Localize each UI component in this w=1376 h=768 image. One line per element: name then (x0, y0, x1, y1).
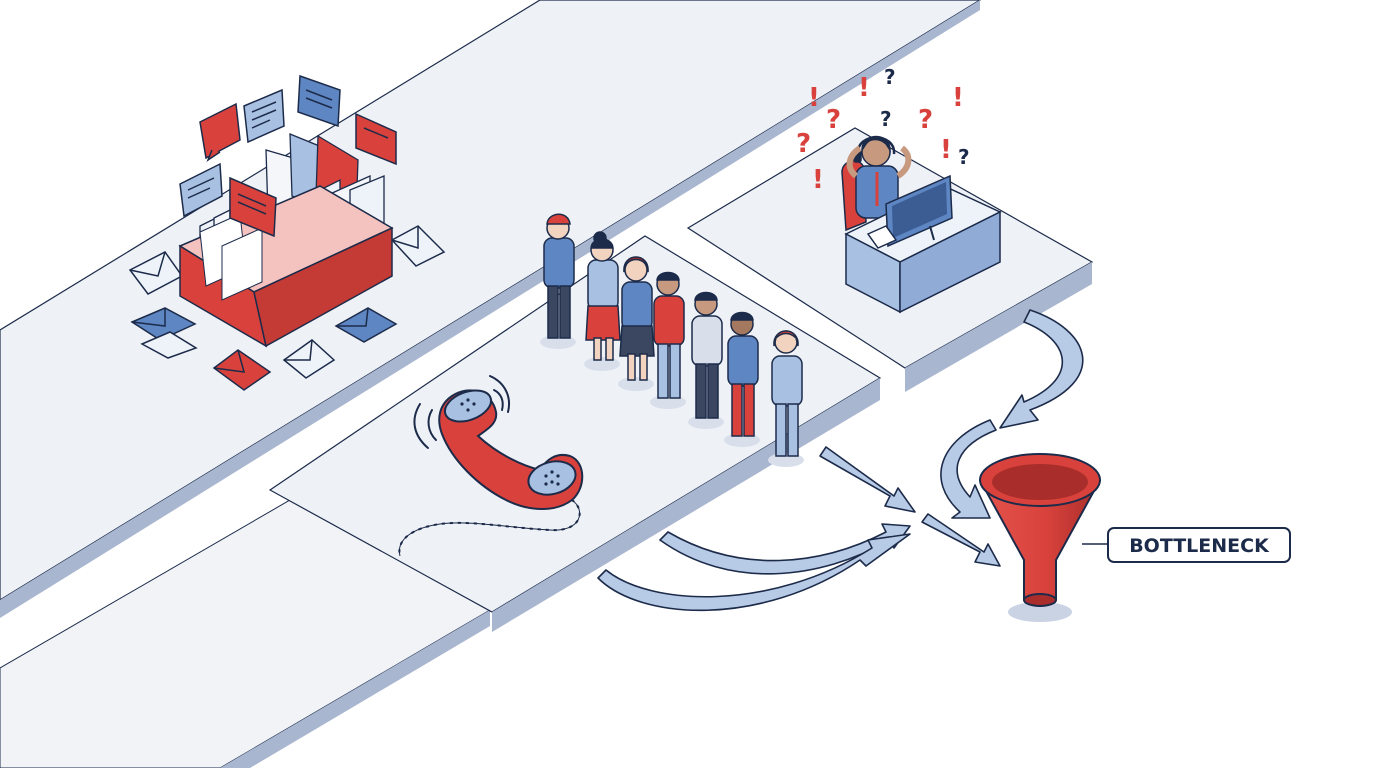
chat-bubble-icon (199, 102, 241, 162)
bottleneck-label-text: BOTTLENECK (1129, 535, 1270, 557)
svg-text:?: ? (880, 107, 892, 131)
envelope-icon (282, 339, 336, 379)
chat-bubble-icon (229, 176, 277, 238)
arrow-phone-to-center (659, 523, 911, 575)
envelope-icon (130, 307, 197, 341)
chat-bubble-icon (297, 74, 341, 128)
svg-text:?: ? (796, 129, 811, 159)
chat-bubble-icon (179, 162, 223, 218)
envelope-icon (140, 331, 198, 359)
person-icon (618, 256, 655, 391)
svg-text:?: ? (918, 105, 933, 135)
flow-arrows (597, 309, 1084, 612)
chat-bubble-icon (243, 88, 285, 144)
person-icon (540, 213, 576, 349)
envelope-icon (212, 349, 272, 391)
desk-side (899, 210, 1001, 314)
svg-text:!: ! (940, 135, 952, 165)
svg-text:!: ! (952, 83, 964, 113)
arrow-lower-to-center (597, 533, 911, 612)
arrow-agent-to-funnel (999, 309, 1084, 429)
svg-text:!: ! (858, 73, 870, 103)
arrow-center-to-funnel (921, 513, 1001, 567)
lower-path-side (220, 610, 490, 768)
svg-text:?: ? (826, 105, 841, 135)
ringing-phone-icon (398, 375, 584, 557)
person-icon (584, 231, 621, 371)
long-path-platform-side (0, 0, 980, 618)
file-box-icon (128, 74, 446, 391)
svg-text:?: ? (884, 65, 896, 89)
arrow-queue-to-funnel (819, 446, 916, 513)
chat-bubble-icon (355, 112, 397, 166)
stressed-agent-icon (841, 135, 1002, 314)
person-icon (724, 311, 760, 447)
svg-text:?: ? (958, 145, 970, 169)
confusion-marks: ! ? ! ? ? ? ! ! ? ? ! (796, 65, 970, 195)
person-icon (650, 271, 686, 409)
ring-waves (413, 375, 510, 449)
customer-queue-icon (540, 213, 804, 467)
bottleneck-label: BOTTLENECK (1107, 527, 1291, 563)
svg-text:!: ! (808, 83, 820, 113)
svg-text:!: ! (812, 165, 824, 195)
arrow-curve-into-funnel (940, 419, 997, 519)
person-icon (768, 330, 804, 467)
envelope-icon (334, 307, 398, 343)
person-icon (688, 291, 724, 429)
agent-platform-side (905, 262, 1092, 392)
envelope-icon (390, 225, 446, 267)
box-side (253, 226, 393, 348)
funnel-icon (979, 453, 1101, 622)
platforms (0, 0, 1094, 768)
